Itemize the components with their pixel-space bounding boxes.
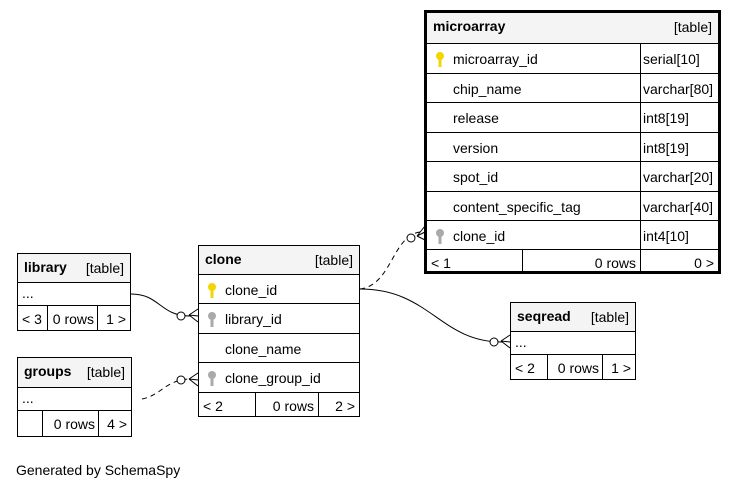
table-kind: [table] [590, 309, 629, 325]
edge-groups-clone-crow [188, 372, 199, 387]
foreign-key-icon [208, 312, 216, 327]
column-name: spot_id [453, 169, 499, 185]
table-name: seqread [517, 308, 571, 324]
table-footer: < 2 0 rows 2 > [199, 393, 359, 416]
column-row[interactable]: clone_name [199, 334, 359, 363]
column-name: clone_group_id [225, 370, 321, 386]
row-count: 0 rows [272, 398, 314, 414]
table-header: library [table] [18, 254, 130, 283]
table-seqread[interactable]: seqread [table] ... < 2 0 rows 1 > [510, 302, 636, 380]
column-type: varchar[80] [643, 81, 714, 97]
children-count[interactable]: 4 > [107, 416, 127, 432]
ellipsis: ... [22, 285, 34, 301]
column-name: version [453, 140, 499, 156]
table-name: groups [24, 363, 72, 379]
ellipsis: ... [515, 334, 527, 350]
generated-by-caption: Generated by SchemaSpy [16, 462, 181, 478]
column-name: content_specific_tag [453, 199, 581, 215]
column-type: varchar[20] [643, 169, 714, 185]
column-row[interactable]: chip_name varchar[80] [427, 74, 718, 103]
foreign-key-icon [208, 371, 216, 386]
edge-microarray-clone-crow [416, 225, 426, 241]
foreign-key-icon [436, 229, 444, 244]
column-row[interactable]: clone_id int4[10] [427, 221, 718, 250]
collapsed-columns: ... [18, 283, 130, 306]
table-name: clone [205, 251, 242, 267]
column-type: int8[19] [643, 140, 689, 156]
edge-library-clone-crow [188, 308, 199, 323]
edge-clone-seqread-crow [500, 334, 511, 349]
table-footer: < 2 0 rows 1 > [511, 355, 635, 379]
collapsed-columns: ... [511, 332, 635, 355]
column-name: clone_id [225, 282, 278, 298]
table-kind: [table] [85, 260, 124, 276]
column-row[interactable]: content_specific_tag varchar[40] [427, 192, 718, 221]
table-header: clone [table] [199, 246, 359, 275]
collapsed-columns: ... [18, 388, 131, 411]
parents-count[interactable]: < 1 [431, 255, 451, 271]
column-type: serial[10] [643, 51, 700, 67]
ellipsis: ... [22, 390, 34, 406]
column-name: clone_name [225, 341, 302, 357]
column-name: chip_name [453, 81, 522, 97]
table-clone[interactable]: clone [table] clone_id library_id clone_… [198, 245, 360, 417]
children-count[interactable]: 1 > [106, 311, 126, 327]
column-row[interactable]: spot_id varchar[20] [427, 162, 718, 192]
table-footer: 0 rows 4 > [18, 411, 131, 436]
row-count: 0 rows [52, 311, 94, 327]
table-library[interactable]: library [table] ... < 3 0 rows 1 > [17, 253, 131, 331]
table-kind: [table] [86, 364, 125, 380]
table-footer: < 3 0 rows 1 > [18, 306, 130, 330]
row-count: 0 rows [557, 360, 599, 376]
table-groups[interactable]: groups [table] ... 0 rows 4 > [17, 357, 132, 437]
table-header: microarray [table] [427, 13, 718, 44]
column-type: varchar[40] [643, 199, 714, 215]
primary-key-icon [208, 283, 216, 298]
children-count[interactable]: 1 > [611, 360, 631, 376]
table-footer: < 1 0 rows 0 > [427, 250, 718, 271]
table-kind: [table] [673, 19, 712, 35]
column-name: library_id [225, 311, 282, 327]
edge-clone-seqread [359, 288, 503, 343]
column-row[interactable]: release int8[19] [427, 103, 718, 133]
table-kind: [table] [314, 252, 353, 268]
edge-microarray-clone-zero [406, 233, 416, 243]
column-row[interactable]: clone_group_id [199, 363, 359, 393]
row-count: 0 rows [594, 255, 636, 271]
table-header: groups [table] [18, 358, 131, 388]
column-name: release [453, 110, 499, 126]
column-type: int4[10] [643, 228, 689, 244]
table-header: seqread [table] [511, 303, 635, 332]
column-row[interactable]: microarray_id serial[10] [427, 44, 718, 74]
column-row[interactable]: clone_id [199, 275, 359, 304]
table-name: microarray [433, 18, 506, 34]
column-row[interactable]: version int8[19] [427, 133, 718, 162]
children-count[interactable]: 2 > [335, 398, 355, 414]
parents-count[interactable]: < 3 [22, 311, 42, 327]
column-name: clone_id [453, 228, 506, 244]
table-name: library [24, 259, 67, 275]
table-microarray[interactable]: microarray [table] microarray_id serial[… [424, 10, 721, 274]
parents-count[interactable]: < 2 [515, 360, 535, 376]
primary-key-icon [436, 52, 444, 67]
children-count[interactable]: 0 > [694, 255, 714, 271]
column-type: int8[19] [643, 110, 689, 126]
edge-library-clone-zero [176, 311, 186, 321]
parents-count[interactable]: < 2 [203, 398, 223, 414]
edge-microarray-clone [359, 231, 421, 290]
edge-groups-clone-zero [176, 375, 186, 385]
column-row[interactable]: library_id [199, 304, 359, 334]
edge-clone-seqread-zero [489, 337, 499, 347]
row-count: 0 rows [53, 416, 95, 432]
column-name: microarray_id [453, 51, 538, 67]
